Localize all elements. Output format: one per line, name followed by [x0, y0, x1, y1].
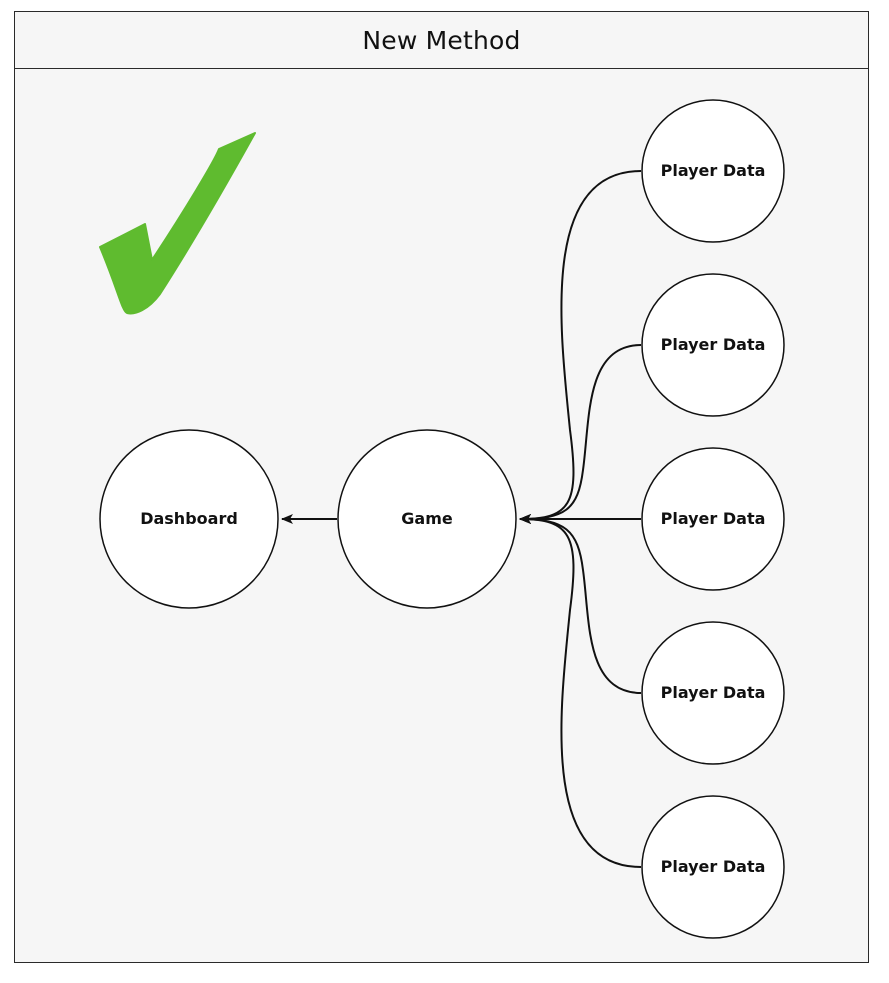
checkmark-icon — [99, 132, 256, 315]
node-game-label: Game — [401, 509, 453, 528]
frame-header: New Method — [15, 12, 868, 69]
edges — [281, 170, 642, 868]
node-player-data-label: Player Data — [661, 857, 766, 876]
node-player-data-1[interactable]: Player Data — [641, 99, 785, 243]
edge-player1-to-game — [519, 170, 642, 524]
edge-player5-to-game — [519, 514, 642, 868]
node-game[interactable]: Game — [337, 429, 517, 609]
node-player-data-label: Player Data — [661, 683, 766, 702]
edge-player4-to-game — [519, 514, 642, 694]
node-player-data-label: Player Data — [661, 161, 766, 180]
node-player-data-label: Player Data — [661, 509, 766, 528]
node-dashboard-label: Dashboard — [140, 509, 238, 528]
node-dashboard[interactable]: Dashboard — [99, 429, 279, 609]
edge-player2-to-game — [519, 344, 642, 524]
frame-title: New Method — [362, 25, 521, 55]
node-player-data-4[interactable]: Player Data — [641, 621, 785, 765]
node-player-data-2[interactable]: Player Data — [641, 273, 785, 417]
node-player-data-5[interactable]: Player Data — [641, 795, 785, 939]
node-player-data-label: Player Data — [661, 335, 766, 354]
node-player-data-3[interactable]: Player Data — [641, 447, 785, 591]
